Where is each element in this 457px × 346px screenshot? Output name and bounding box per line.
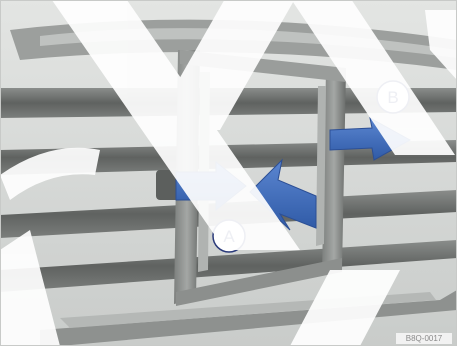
figure-id: B8Q-0017 xyxy=(406,334,443,343)
